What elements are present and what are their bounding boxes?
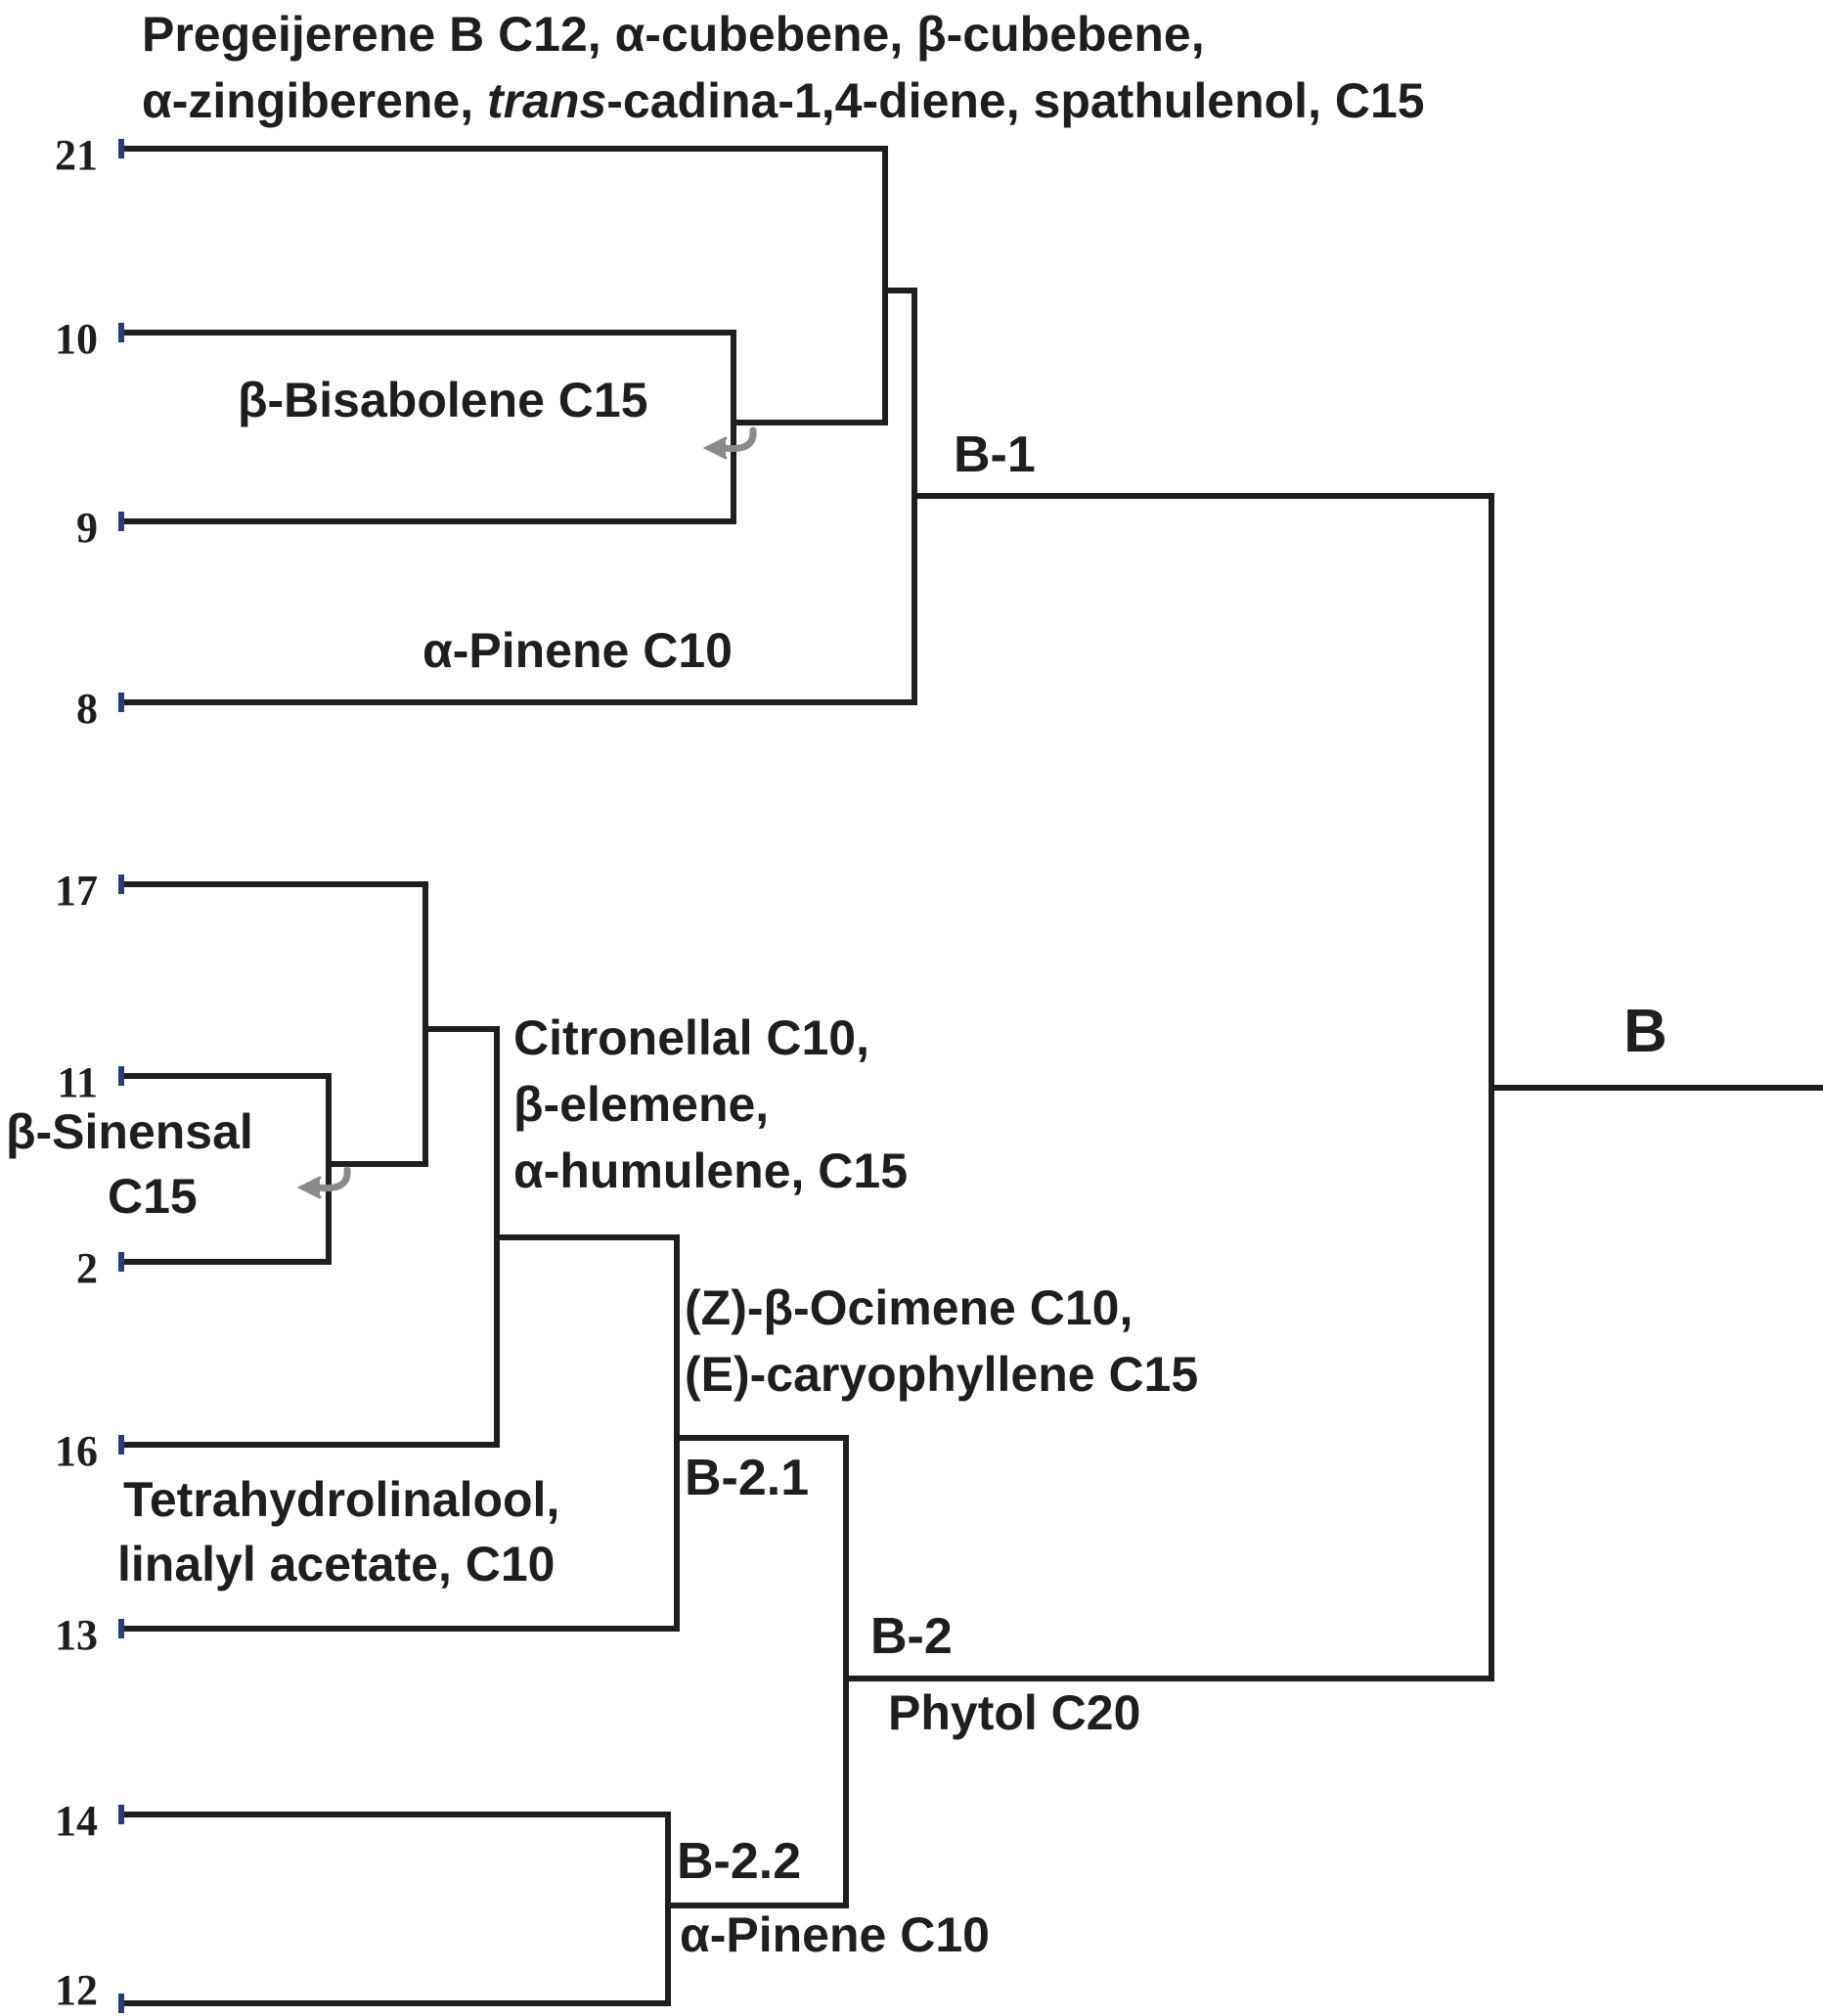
cluster-label-b22: B-2.2 [677,1833,802,1890]
arrow-sinensal-icon [296,1166,351,1199]
leaf-label-8: 8 [76,685,98,733]
arrow-bisabolene-icon [702,426,757,460]
annotation-bisabolene: β-Bisabolene C15 [238,373,648,427]
dendrogram-branches [124,146,1823,2006]
leaf-label-21: 21 [55,131,98,179]
annotation-sinensal-2: C15 [108,1169,198,1224]
annotation-top-line1: Pregeijerene B C12, α-cubebene, β-cubebe… [142,7,1205,62]
leaf-label-11: 11 [57,1058,98,1106]
annotation-ocimene-1: (Z)-β-Ocimene C10, [685,1280,1134,1335]
leaf-label-9: 9 [76,504,98,552]
annotation-phytol: Phytol C20 [888,1685,1141,1740]
cluster-label-b2: B-2 [870,1608,953,1665]
cluster-label-b21: B-2.1 [685,1450,810,1506]
leaf-label-14: 14 [55,1797,98,1845]
leaf-label-2: 2 [76,1244,98,1292]
leaf-label-16: 16 [55,1427,98,1475]
annotation-top-line2-a: α-zingiberene, [142,73,488,128]
annotation-tetrahydro-1: Tetrahydrolinalool, [123,1472,560,1527]
annotation-citronellal-2: β-elemene, [513,1077,770,1132]
cluster-label-root: B [1623,998,1667,1065]
annotation-tetrahydro-2: linalyl acetate, C10 [117,1537,556,1591]
cluster-label-b1: B-1 [954,426,1036,483]
leaf-label-10: 10 [55,315,98,363]
annotation-pinene-b1: α-Pinene C10 [422,623,733,678]
annotation-top-line2: α-zingiberene, trans-cadina-1,4-diene, s… [142,68,1425,133]
annotation-top-line2-c: -cadina-1,4-diene, spathulenol, C15 [606,73,1425,128]
leaf-label-12: 12 [55,1966,98,2014]
annotation-citronellal-3: α-humulene, C15 [513,1143,909,1198]
leaf-label-17: 17 [55,867,98,915]
annotation-citronellal-1: Citronellal C10, [513,1010,869,1065]
annotation-top-line2-italic: trans [487,73,607,128]
annotation-sinensal-1: β-Sinensal [6,1104,253,1159]
annotation-pinene-b22: α-Pinene C10 [680,1907,990,1962]
annotation-ocimene-2: (E)-caryophyllene C15 [685,1347,1199,1402]
leaf-label-13: 13 [55,1611,98,1659]
